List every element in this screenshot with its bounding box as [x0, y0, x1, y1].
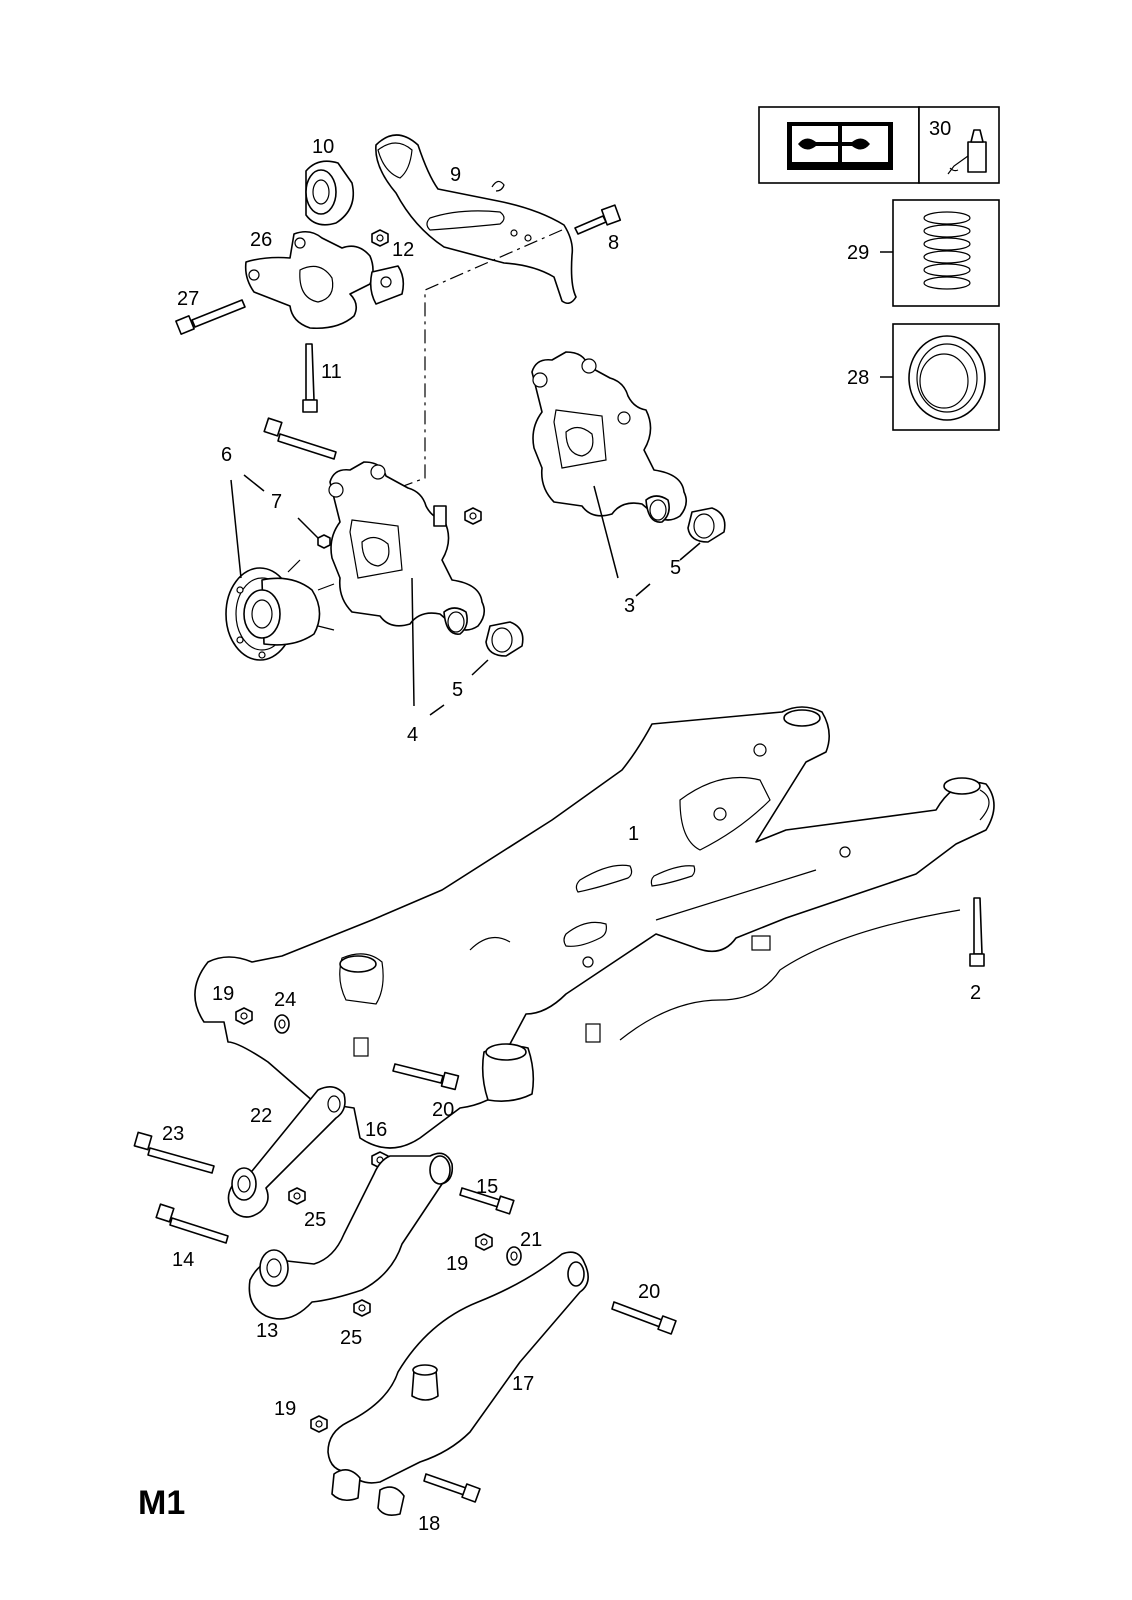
bush-part-5-left [485, 621, 524, 657]
bolt-part-18 [423, 1473, 481, 1503]
mounting-bracket-part-26 [244, 230, 405, 330]
callout-2: 2 [970, 982, 981, 1004]
adhesive-bottle-icon [947, 129, 987, 175]
nut-part-25-upper [288, 1187, 306, 1205]
callout-10: 10 [312, 136, 334, 158]
callout-19-lower: 19 [274, 1398, 296, 1420]
lower-arm-part-17 [327, 1251, 589, 1516]
bolt-part-2 [969, 897, 985, 967]
callout-8: 8 [608, 232, 619, 254]
trailing-bracket-part-9 [375, 134, 577, 305]
callout-5-right: 5 [670, 557, 681, 579]
callout-15: 15 [476, 1176, 498, 1198]
callout-22: 22 [250, 1105, 272, 1127]
bolt-part-11 [302, 343, 318, 413]
knuckle-part-3 [531, 351, 688, 523]
callout-21: 21 [520, 1229, 542, 1251]
nut-knuckle [464, 507, 482, 525]
wheel-hub-part-6 [225, 559, 335, 661]
callout-25-upper: 25 [304, 1209, 326, 1231]
bolt-part-23 [133, 1131, 215, 1174]
callout-16: 16 [365, 1119, 387, 1141]
spring-seat-icon [908, 335, 986, 421]
callout-3: 3 [624, 595, 635, 617]
washer-part-24 [274, 1014, 290, 1034]
callout-6: 6 [221, 444, 232, 466]
callout-20-lower: 20 [638, 1281, 660, 1303]
callout-30: 30 [929, 118, 951, 140]
callout-12: 12 [392, 239, 414, 261]
nut-part-19-upper [235, 1007, 253, 1025]
callout-19-upper: 19 [212, 983, 234, 1005]
subframe-part-1 [194, 706, 995, 1149]
callout-7: 7 [271, 491, 282, 513]
spring-box [892, 199, 1000, 307]
nut-part-25-lower [353, 1299, 371, 1317]
bush-part-5-right [687, 507, 726, 543]
callout-17: 17 [512, 1373, 534, 1395]
callout-11: 11 [321, 361, 342, 383]
nut-part-12 [371, 229, 389, 247]
link-arm-part-22 [227, 1086, 346, 1218]
callout-23: 23 [162, 1123, 184, 1145]
plate-identifier: M1 [138, 1484, 185, 1522]
callout-24: 24 [274, 989, 296, 1011]
bolt-part-15 [459, 1187, 515, 1215]
callout-20-upper: 20 [432, 1099, 454, 1121]
callout-19-middle: 19 [446, 1253, 468, 1275]
bolt-part-20-lower [611, 1301, 677, 1335]
washer-part-21 [506, 1246, 522, 1266]
callout-25-lower: 25 [340, 1327, 362, 1349]
callout-29: 29 [847, 242, 869, 264]
bolt-part-14 [155, 1203, 229, 1244]
leader-lines [230, 251, 893, 716]
bolt-part-27 [175, 299, 246, 335]
repair-manual-icon [787, 122, 893, 170]
nut-part-7 [317, 534, 331, 549]
callout-26: 26 [250, 229, 272, 251]
callout-14: 14 [172, 1249, 194, 1271]
callout-5-left: 5 [452, 679, 463, 701]
callout-labels: 1 2 3 4 5 5 6 7 8 9 10 11 12 13 14 15 16… [162, 118, 981, 1535]
bolt-part-6-upper [263, 417, 337, 460]
assembly-centreline [397, 229, 563, 489]
bolt-part-8 [574, 204, 622, 235]
control-arm-part-13 [248, 1152, 454, 1320]
bush-part-10 [305, 160, 355, 226]
callout-1: 1 [628, 823, 639, 845]
callout-27: 27 [177, 288, 199, 310]
callout-28: 28 [847, 367, 869, 389]
nut-part-19-middle [475, 1233, 493, 1251]
coil-spring-icon [923, 211, 971, 290]
knuckle-part-4 [328, 461, 486, 635]
callout-13: 13 [256, 1320, 278, 1342]
callout-4: 4 [407, 724, 418, 746]
nut-part-19-lower [310, 1415, 328, 1433]
callout-9: 9 [450, 164, 461, 186]
callout-18: 18 [418, 1513, 440, 1535]
bolt-part-20-upper [392, 1063, 460, 1091]
